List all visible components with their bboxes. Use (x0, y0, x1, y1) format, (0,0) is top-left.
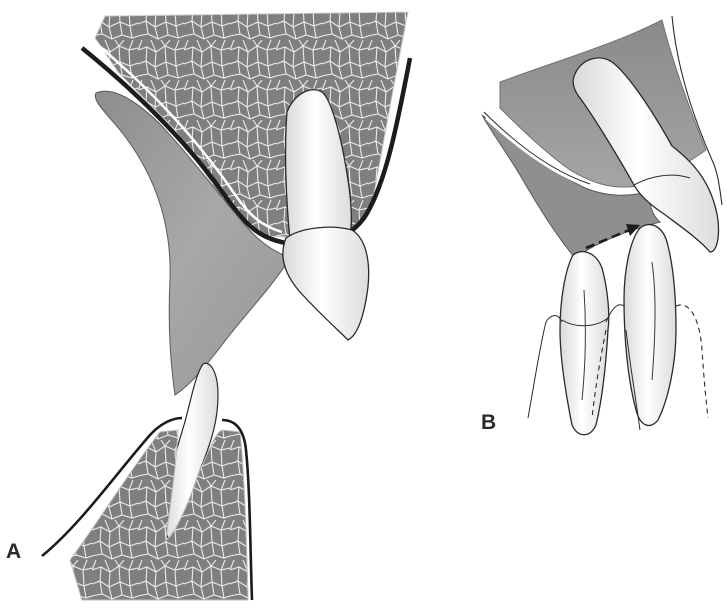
panel-a (42, 12, 410, 600)
lower-incisor-right-b (624, 225, 676, 426)
bone-dashed-right-b (676, 305, 708, 418)
panel-b (482, 16, 722, 435)
lower-incisor-left-b (560, 252, 609, 435)
upper-incisor-crown (283, 227, 369, 340)
gingiva-left-b (528, 316, 562, 418)
lower-alveolar-bone (70, 430, 248, 600)
panel-label-a: A (6, 541, 21, 562)
panel-label-b: B (481, 412, 496, 433)
